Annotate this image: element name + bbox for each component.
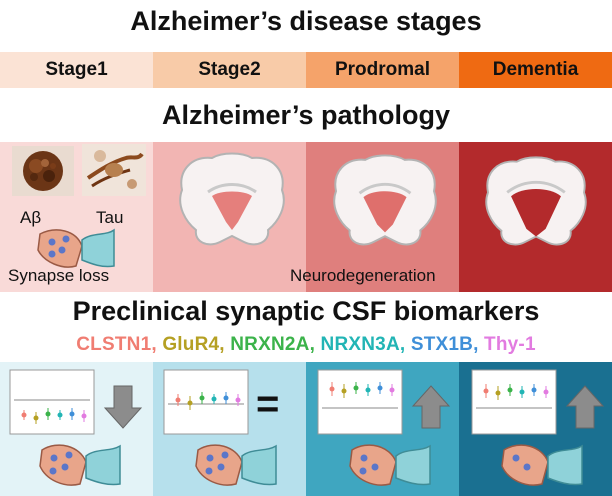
biomarker-glur4: GluR4, [162,334,225,355]
brain-section-stage2 [179,152,285,246]
stage-dementia: Dementia [459,52,612,88]
stages-title: Alzheimer’s disease stages [130,6,482,36]
biomarker-clstn1: CLSTN1, [76,334,157,355]
biomarker-nrxn3a: NRXN3A, [320,334,406,355]
abeta-label: Aβ [20,208,42,227]
mini-plot-prodromal [317,369,403,435]
stage-1: Stage1 [0,52,153,88]
biomarker-stx1b: STX1B, [410,334,479,355]
stage-2: Stage2 [153,52,306,88]
pathology-title: Alzheimer’s pathology [161,100,451,130]
up-arrow-icon [411,385,451,429]
synapse-illustration-stage1 [39,444,121,486]
brain-section-prodromal [333,154,437,246]
stage-prodromal: Prodromal [306,52,459,88]
biomarkers-title: Preclinical synaptic CSF biomarkers [72,296,540,326]
neurodegeneration-label: Neurodegeneration [290,266,436,285]
brain-section-dementia [485,156,587,246]
mini-plot-dementia [471,369,557,435]
biomarker-list: CLSTN1, GluR4, NRXN2A, NRXN3A, STX1B, Th… [0,334,612,356]
synapse-illustration [37,228,115,268]
abeta-plaque-image [12,146,74,196]
synapse-illustration-prodromal [349,444,431,486]
tau-tangle-image [82,144,146,196]
up-arrow-icon [565,385,605,429]
synapse-loss-label: Synapse loss [8,266,110,285]
biomarker-nrxn2a: NRXN2A, [230,334,316,355]
synapse-illustration-dementia [501,444,583,486]
synapse-illustration-stage2 [195,444,277,486]
biomarker-thy1: Thy-1 [484,334,536,355]
down-arrow-icon [103,385,143,429]
equal-sign: = [256,382,280,426]
tau-label: Tau [96,208,124,227]
mini-plot-stage1 [9,369,95,435]
mini-plot-stage2 [163,369,249,435]
